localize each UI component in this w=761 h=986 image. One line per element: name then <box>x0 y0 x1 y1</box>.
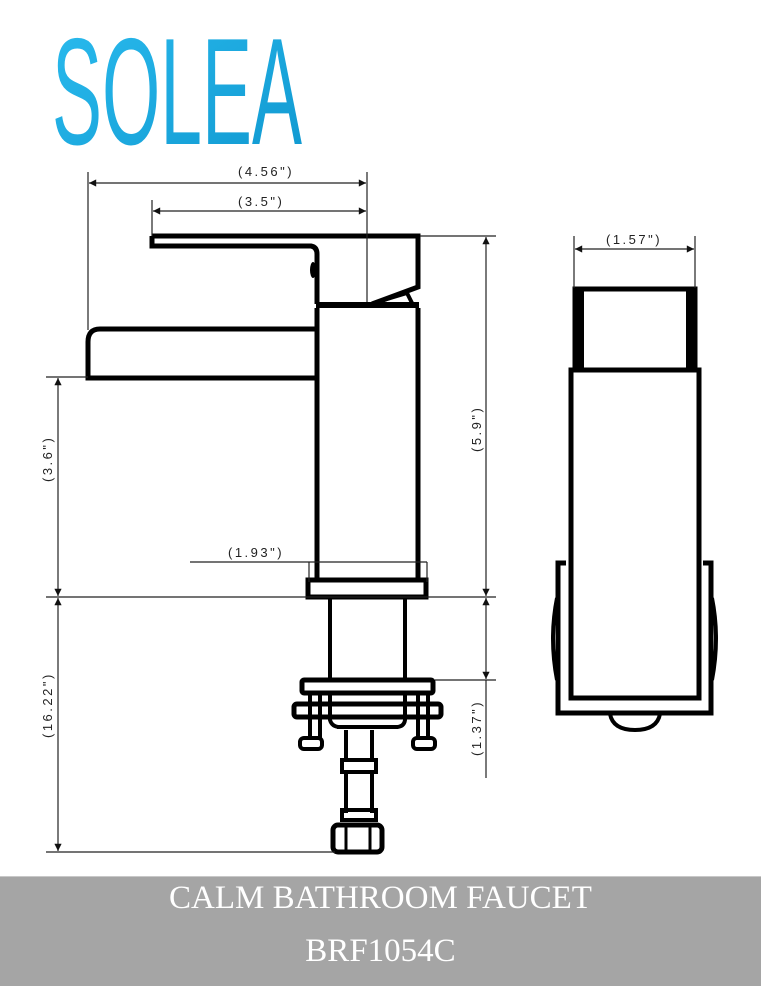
dim-below-deck: (16.22") <box>40 672 55 738</box>
dim-overall-reach: (4.56") <box>238 164 294 179</box>
front-view <box>551 286 718 733</box>
product-banner: CALM BATHROOM FAUCET BRF1054C <box>0 876 761 986</box>
dim-deck-thickness: (1.37") <box>469 700 484 756</box>
dim-overall-height: (5.9") <box>469 406 484 452</box>
product-name: CALM BATHROOM FAUCET <box>169 880 592 916</box>
side-view <box>85 233 444 855</box>
dim-depth: (1.57") <box>606 232 662 247</box>
dim-handle-length: (3.5") <box>238 194 284 209</box>
solea-logo: SOLEA <box>52 16 302 156</box>
dim-spout-height: (3.6") <box>40 436 55 482</box>
dim-base-width: (1.93") <box>228 545 284 560</box>
dimension-lines <box>46 172 496 853</box>
product-model: BRF1054C <box>305 933 456 969</box>
technical-drawing: (4.56") (3.5") (1.93") (3.6") (16.22") (… <box>40 164 718 855</box>
logo-text: SOLEA <box>52 16 302 156</box>
